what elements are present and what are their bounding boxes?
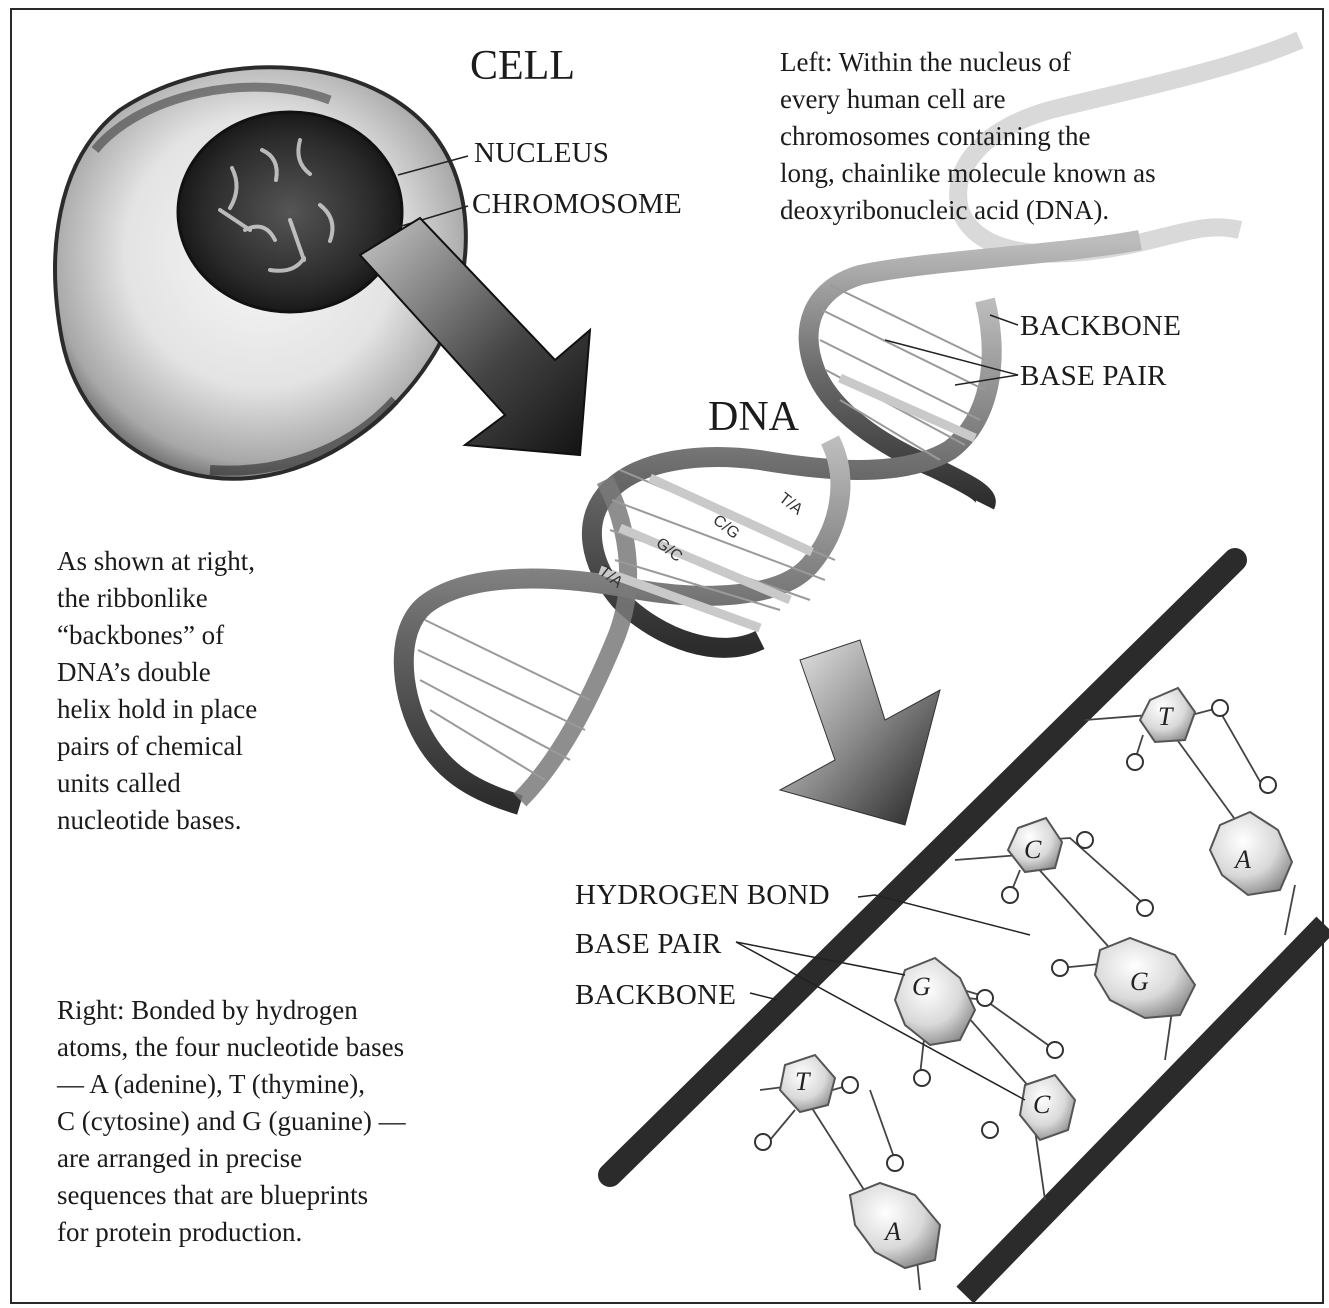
base-letter: G (912, 972, 931, 1001)
label-nucleus: NUCLEUS (474, 137, 609, 170)
caption-line: Left: Within the nucleus of (780, 44, 1250, 81)
cell-title: CELL (470, 42, 575, 90)
base-letter: C (1033, 1090, 1051, 1119)
caption-line: DNA’s double (57, 654, 357, 691)
label-base-pair-top: BASE PAIR (1020, 360, 1167, 393)
caption-line: the ribbonlike (57, 580, 357, 617)
caption-line: long, chainlike molecule known as (780, 155, 1250, 192)
caption-line: “backbones” of (57, 617, 357, 654)
caption-line: deoxyribonucleic acid (DNA). (780, 192, 1250, 229)
base-letter: T (1158, 702, 1174, 731)
caption-line: every human cell are (780, 81, 1250, 118)
caption-line: pairs of chemical (57, 728, 357, 765)
caption-line: are arranged in precise (57, 1140, 507, 1177)
caption-line: chromosomes containing the (780, 118, 1250, 155)
caption-bottom-left: Right: Bonded by hydrogen atoms, the fou… (57, 992, 507, 1251)
base-letter: C (1024, 835, 1042, 864)
caption-line: Right: Bonded by hydrogen (57, 992, 507, 1029)
dna-to-bases-arrow (780, 640, 940, 825)
caption-line: atoms, the four nucleotide bases (57, 1029, 507, 1066)
caption-middle-left: As shown at right, the ribbonlike “backb… (57, 543, 357, 839)
caption-line: As shown at right, (57, 543, 357, 580)
base-letter: G (1130, 967, 1149, 996)
label-backbone-top: BACKBONE (1020, 310, 1181, 343)
caption-line: helix hold in place (57, 691, 357, 728)
caption-line: nucleotide bases. (57, 802, 357, 839)
caption-left-top: Left: Within the nucleus of every human … (780, 44, 1250, 229)
base-letter: A (883, 1217, 901, 1246)
caption-line: C (cytosine) and G (guanine) — (57, 1103, 507, 1140)
label-backbone-bottom: BACKBONE (575, 979, 736, 1012)
label-base-pair-bottom: BASE PAIR (575, 928, 722, 961)
label-chromosome: CHROMOSOME (472, 188, 682, 221)
caption-line: for protein production. (57, 1214, 507, 1251)
caption-line: sequences that are blueprints (57, 1177, 507, 1214)
helix-ribbon-4 (520, 480, 628, 800)
base-letter: T (795, 1067, 811, 1096)
label-hydrogen-bond: HYDROGEN BOND (575, 879, 830, 912)
caption-line: — A (adenine), T (thymine), (57, 1066, 507, 1103)
caption-line: units called (57, 765, 357, 802)
nucleus (178, 112, 402, 312)
dna-title: DNA (706, 393, 801, 441)
base-letter: A (1233, 845, 1251, 874)
helix-pair-label: T/A (776, 490, 806, 519)
